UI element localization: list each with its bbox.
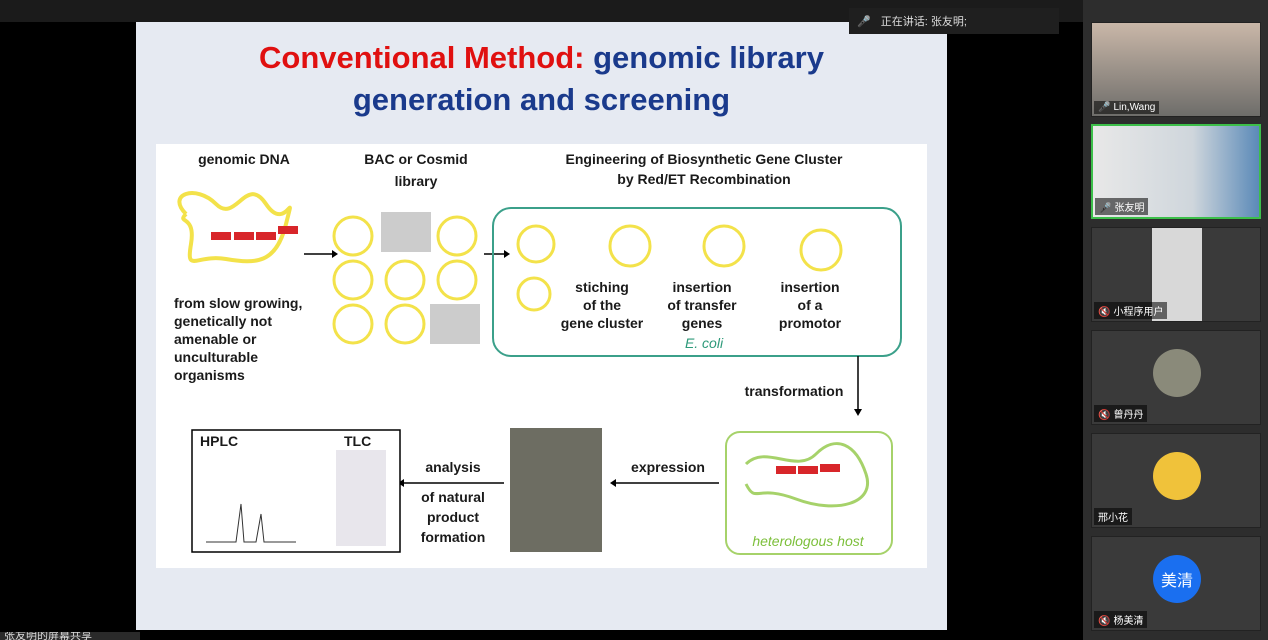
mic-muted-icon: 🔇 (1098, 616, 1111, 627)
top-bar (0, 0, 1083, 22)
participant-name: 🔇曾丹丹 (1094, 405, 1148, 422)
presentation-slide: Conventional Method: genomic library gen… (136, 22, 947, 630)
mic-muted-icon: 🔇 (1098, 307, 1111, 318)
screen-share-label: 张友明的屏幕共享 (0, 632, 140, 640)
avatar (1153, 452, 1201, 500)
participant-name: 🔇杨美清 (1094, 611, 1148, 628)
mic-icon: 🎤 (1098, 102, 1111, 113)
label-eng-line1: Engineering of Biosynthetic Gene Cluster (566, 151, 843, 167)
label-ins-transfer-3: genes (682, 315, 723, 331)
speaking-label: 正在讲话: 张友明; (880, 16, 967, 28)
participant-tile-zengdandan[interactable]: 🔇曾丹丹 (1091, 330, 1261, 425)
label-ecoli: E. coli (685, 335, 724, 351)
label-analysis-2: of natural (421, 489, 485, 505)
label-analysis-1: analysis (425, 459, 480, 475)
label-eng-line2: by Red/ET Recombination (617, 171, 790, 187)
label-stich-1: stiching (575, 279, 629, 295)
label-org-3: amenable or (174, 331, 257, 347)
label-org-1: from slow growing, (174, 295, 302, 311)
mic-icon: 🎤 (1099, 203, 1112, 214)
speaking-indicator: 🎤 正在讲话: 张友明; (849, 8, 1059, 34)
participants-panel: 🎤Lin,Wang 🎤张友明 🔇小程序用户 🔇曾丹丹 邢小花 美清 🔇杨美清 (1083, 0, 1268, 640)
label-analysis-3: product (427, 509, 479, 525)
label-org-4: unculturable (174, 349, 258, 365)
label-heterologous-host: heterologous host (752, 533, 864, 549)
label-ins-transfer-1: insertion (672, 279, 731, 295)
slide-title-line2: generation and screening (352, 82, 731, 117)
label-bac-line1: BAC or Cosmid (364, 151, 467, 167)
label-hplc: HPLC (200, 433, 238, 449)
label-ins-transfer-2: of transfer (667, 297, 737, 313)
label-stich-3: gene cluster (561, 315, 644, 331)
participant-name: 🔇小程序用户 (1094, 302, 1168, 319)
mic-icon: 🎤 (857, 15, 871, 28)
label-analysis-4: formation (421, 529, 486, 545)
participant-tile-xingxiaohua[interactable]: 邢小花 (1091, 433, 1261, 528)
label-org-2: genetically not (174, 313, 272, 329)
label-stich-2: of the (583, 297, 621, 313)
label-tlc: TLC (344, 433, 371, 449)
label-genomic-dna: genomic DNA (198, 151, 290, 167)
title-red-part: Conventional Method: (259, 40, 585, 75)
participant-tile-miniprogram[interactable]: 🔇小程序用户 (1091, 227, 1261, 322)
participant-tile-linwang[interactable]: 🎤Lin,Wang (1091, 22, 1261, 117)
label-ins-promotor-3: promotor (779, 315, 842, 331)
label-ins-promotor-2: of a (798, 297, 823, 313)
figure-drawing: genomic DNA BAC or Cosmid library Engine… (174, 151, 902, 555)
participant-name: 邢小花 (1094, 508, 1132, 525)
participant-tile-yangmeiqing[interactable]: 美清 🔇杨美清 (1091, 536, 1261, 631)
avatar (1153, 349, 1201, 397)
participant-tile-zhangyouming[interactable]: 🎤张友明 (1091, 124, 1261, 219)
label-bac-line2: library (395, 173, 438, 189)
mic-muted-icon: 🔇 (1098, 410, 1111, 421)
slide-title-line1: Conventional Method: genomic library (136, 40, 947, 76)
title-blue-part: genomic library (584, 40, 824, 75)
participant-name: 🎤张友明 (1095, 198, 1149, 215)
avatar: 美清 (1153, 555, 1201, 603)
video-feed (1092, 23, 1260, 116)
label-ins-promotor-1: insertion (780, 279, 839, 295)
participant-name: 🎤Lin,Wang (1094, 101, 1160, 114)
label-expression: expression (631, 459, 705, 475)
screen-share-area: Conventional Method: genomic library gen… (0, 0, 1083, 632)
method-figure: genomic DNA BAC or Cosmid library Engine… (156, 144, 927, 568)
label-transformation: transformation (745, 383, 844, 399)
label-org-5: organisms (174, 367, 245, 383)
